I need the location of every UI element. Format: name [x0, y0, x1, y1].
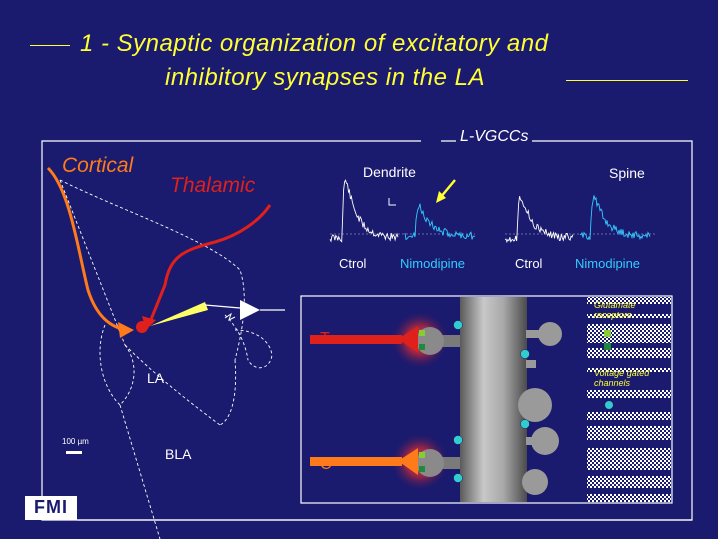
electrode: [150, 302, 208, 326]
cortical-label: Cortical: [62, 154, 134, 177]
cortical-bouton: [398, 448, 418, 475]
thalamic-label: Thalamic: [170, 174, 256, 197]
legend-vgcc-swatch: [605, 401, 613, 409]
slide-title-line1: 1 - Synaptic organization of excitatory …: [80, 30, 549, 57]
ctrol-label-2: Ctrol: [515, 256, 543, 271]
spine-label: Spine: [609, 165, 645, 181]
ctrol-label-1: Ctrol: [339, 256, 367, 271]
trace-dendrite-nimodipine: [404, 203, 476, 241]
panel-label: L-VGCCs: [456, 128, 533, 146]
slide-title-line2: inhibitory synapses in the LA: [165, 64, 486, 91]
scale-label: 100 µm: [62, 437, 89, 446]
cortical-input-label: C: [320, 456, 332, 473]
nimodipine-label-2: Nimodipine: [575, 256, 641, 271]
title-rule-left: [30, 45, 70, 46]
thalamic-input-label: T: [320, 330, 330, 347]
trace-spine-ctrol: [504, 196, 574, 244]
la-label: LA: [147, 370, 165, 386]
dendrite-shaft: [460, 297, 527, 502]
title-rule-right: [566, 80, 688, 81]
fmi-logo-box: [25, 496, 77, 520]
bla-label: BLA: [165, 446, 192, 462]
thalamic-bouton: [398, 326, 418, 353]
dendrite-label: Dendrite: [363, 164, 416, 180]
fmi-logo: FMI: [34, 497, 68, 517]
calibration-mark: [388, 198, 396, 206]
nimodipine-label-1: Nimodipine: [400, 256, 466, 271]
legend-glutamate-swatch-dark: [604, 343, 611, 350]
vgcc-markers: [453, 320, 530, 483]
neuron-soma: [240, 300, 260, 320]
cortical-terminal: [118, 322, 134, 338]
recording-site: [136, 321, 148, 333]
thalamic-fiber: [148, 204, 272, 323]
legend-glutamate-text: Glutamate receptors: [594, 300, 636, 320]
trace-spine-nimodipine: [579, 195, 651, 241]
scale-bar: [66, 451, 82, 454]
trace-dendrite-ctrol: [329, 179, 399, 243]
cortical-fiber: [46, 166, 129, 332]
legend-glutamate-swatch-light: [604, 330, 611, 337]
dendritic-spines: [518, 322, 562, 495]
legend-vgcc-text: Voltage gated channels: [594, 368, 650, 388]
amygdala-outline: [59, 179, 273, 539]
